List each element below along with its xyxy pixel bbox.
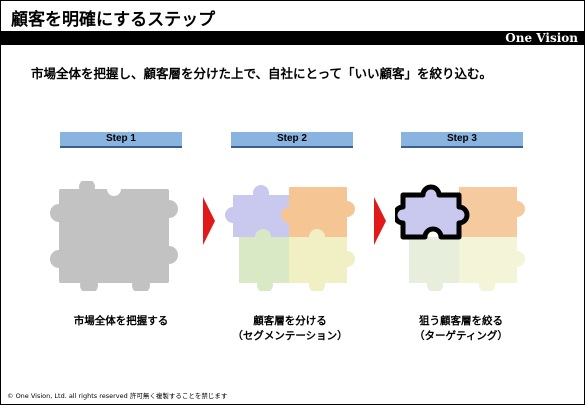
step-2-caption: 顧客層を分ける （セグメンテーション） <box>215 314 365 344</box>
puzzle-targeted-icon <box>395 184 525 291</box>
copyright-footer: © One Vision, Ltd. all rights reserved 許… <box>7 392 228 400</box>
lead-text: 市場全体を把握し、顧客層を分けた上で、自社にとって「いい顧客」を絞り込む。 <box>31 66 493 81</box>
step-3-caption: 狙う顧客層を絞る （ターゲティング） <box>386 314 536 344</box>
puzzle-segmented-icon <box>225 185 355 291</box>
step-2-caption-main: 顧客層を分ける <box>253 315 327 327</box>
title-bar: One Vision <box>1 31 584 45</box>
page-title: 顧客を明確にするステップ <box>11 10 216 30</box>
puzzle-gray-icon <box>50 181 178 291</box>
step-2-label: Step 2 <box>231 132 353 148</box>
step-3-caption-main: 狙う顧客層を絞る <box>419 315 503 327</box>
step-3-caption-sub: （ターゲティング） <box>414 330 508 342</box>
arrow-right-icon <box>203 197 215 245</box>
step-1-caption-main: 市場全体を把握する <box>73 315 169 327</box>
step-3-label: Step 3 <box>401 132 523 148</box>
arrow-right-icon <box>374 197 386 245</box>
step-1-caption: 市場全体を把握する <box>46 314 196 329</box>
step-1-label: Step 1 <box>60 132 182 148</box>
brand-logo-text: One Vision <box>505 31 578 45</box>
step-2-caption-sub: （セグメンテーション） <box>232 330 348 342</box>
